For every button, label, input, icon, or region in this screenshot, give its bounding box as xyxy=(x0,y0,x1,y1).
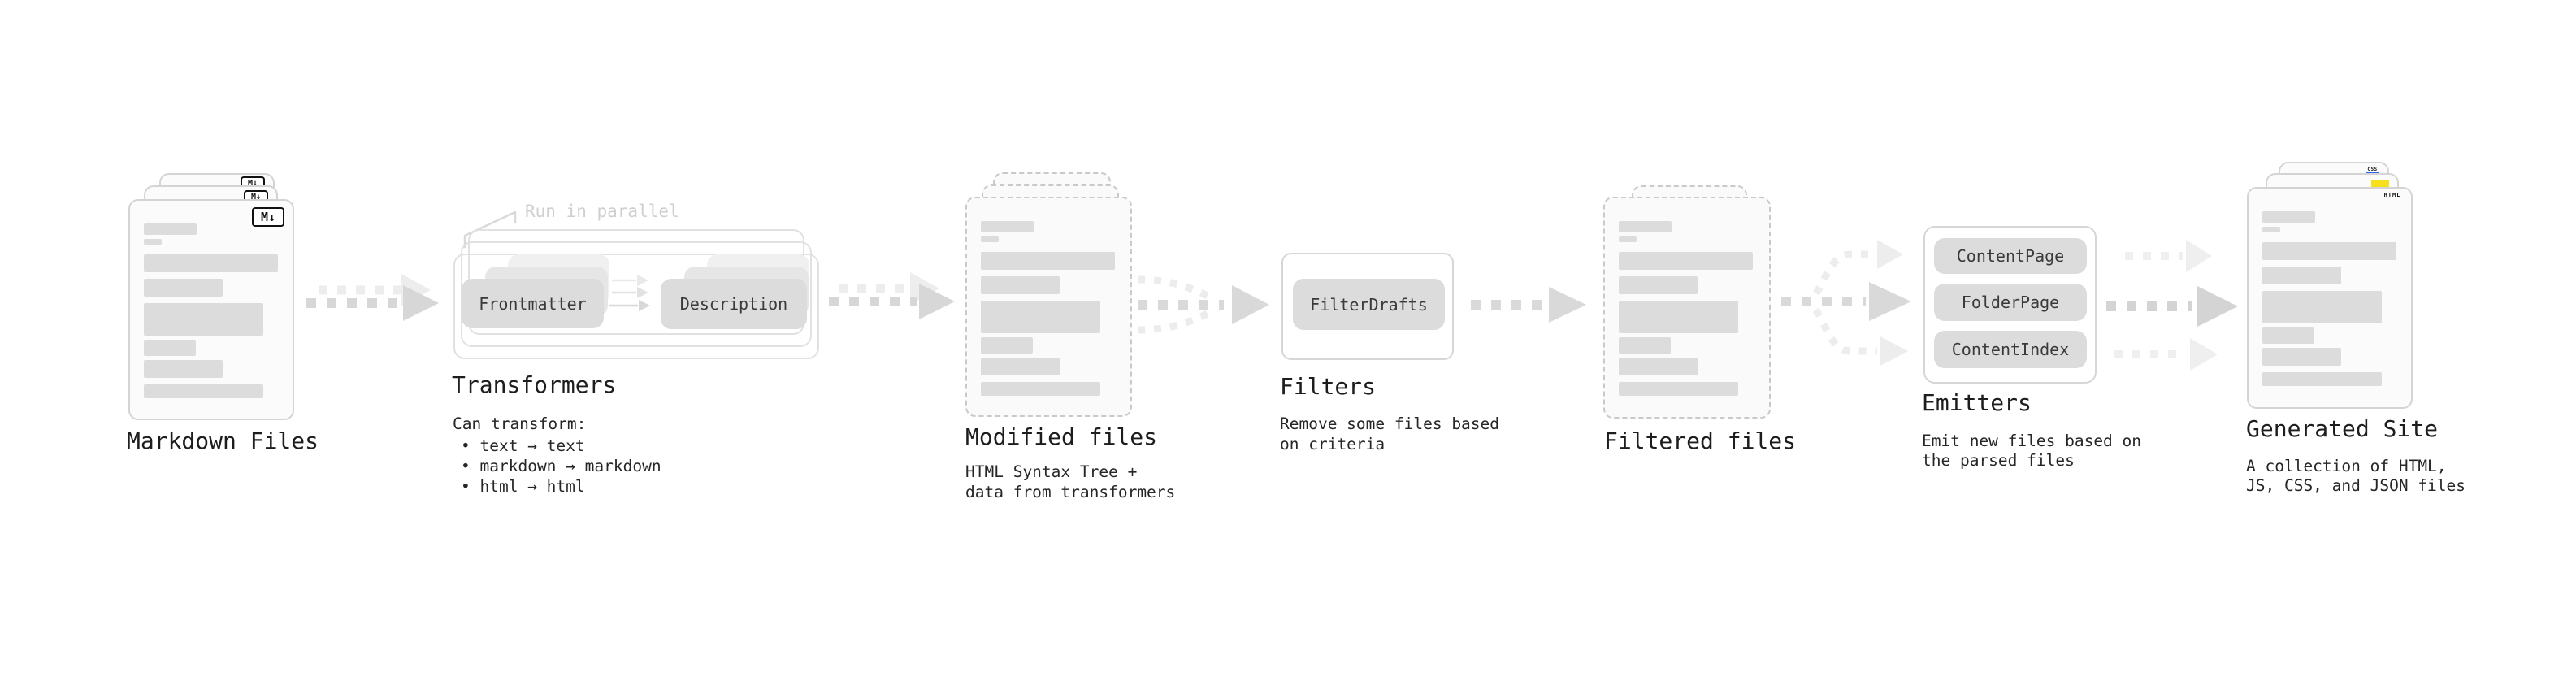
transformers-bullet-3: • html → html xyxy=(461,477,585,496)
filters-subtitle-1: Remove some files based xyxy=(1280,414,1500,433)
modified-files-subtitle-1: HTML Syntax Tree + xyxy=(965,462,1138,481)
transformers-bullet-1: • text → text xyxy=(461,436,585,455)
contentpage-box: ContentPage xyxy=(1934,238,2087,274)
arrow-filters-to-filtered xyxy=(1471,287,1586,323)
generated-site-subtitle-2: JS, CSS, and JSON files xyxy=(2246,476,2466,495)
emitters-subtitle-2: the parsed files xyxy=(1922,451,2075,470)
run-in-parallel-leader-line xyxy=(463,210,517,249)
filtered-document-card xyxy=(1603,197,1771,419)
transformer-parallel-arrows xyxy=(609,275,650,311)
transformers-subtitle: Can transform: xyxy=(453,414,587,433)
run-in-parallel-note: Run in parallel xyxy=(525,202,679,221)
generated-site-subtitle-1: A collection of HTML, xyxy=(2246,457,2447,475)
arrow-filtered-to-emitters xyxy=(1781,240,1911,366)
contentindex-box: ContentIndex xyxy=(1934,331,2087,368)
filtered-files-title: Filtered files xyxy=(1604,427,1797,454)
modified-files-title: Modified files xyxy=(965,423,1158,450)
transformers-bullet-2: • markdown → markdown xyxy=(461,457,661,475)
html5-icon: HTML 5 xyxy=(2383,192,2401,219)
emitters-subtitle-1: Emit new files based on xyxy=(1922,432,2142,450)
arrow-modified-to-filters xyxy=(1137,275,1269,334)
transformers-title: Transformers xyxy=(452,371,617,398)
site-document-card: HTML 5 xyxy=(2247,187,2413,409)
filterdrafts-box: FilterDrafts xyxy=(1293,279,1445,330)
modified-files-subtitle-2: data from transformers xyxy=(965,483,1176,501)
arrow-emitters-to-site xyxy=(2106,240,2238,371)
folderpage-box: FolderPage xyxy=(1934,284,2087,321)
markdown-icon: M↓ xyxy=(252,207,284,227)
arrow-markdown-to-transformers xyxy=(306,274,439,321)
arrow-transformers-to-modified xyxy=(829,272,955,319)
modified-document-card xyxy=(965,197,1132,417)
js-icon xyxy=(2371,180,2389,189)
filters-title: Filters xyxy=(1280,373,1377,400)
description-box: Description xyxy=(661,279,807,329)
frontmatter-box: Frontmatter xyxy=(462,279,604,328)
generated-site-title: Generated Site xyxy=(2246,415,2439,442)
emitters-title: Emitters xyxy=(1922,389,2032,416)
transformers-frame xyxy=(453,254,819,359)
markdown-document-card: M↓ xyxy=(128,199,294,420)
filters-subtitle-2: on criteria xyxy=(1280,435,1386,453)
markdown-files-title: Markdown Files xyxy=(127,427,319,454)
